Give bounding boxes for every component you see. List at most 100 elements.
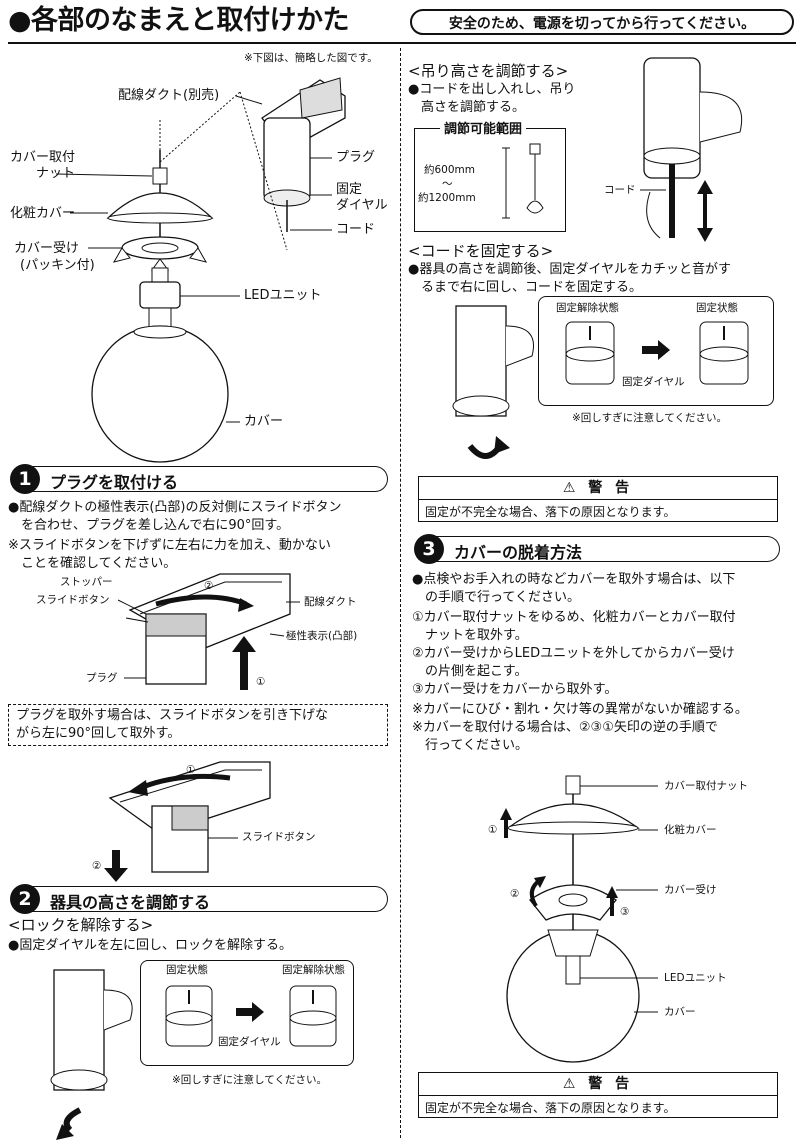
label-cord-right: コード xyxy=(604,184,636,196)
s3-line-3: ①カバー取付ナットをゆるめ、化粧カバーとカバー取付 xyxy=(412,610,736,625)
warning-2-body: 固定が不完全な場合、落下の原因となります。 xyxy=(425,1101,676,1115)
hang-heading: <吊り高さを調節する> xyxy=(408,62,569,80)
remove-line-2: がら左に90°回して取外す。 xyxy=(16,726,181,741)
cover-removal-diagram xyxy=(500,775,658,1063)
fix-caution: ※回しすぎに注意してください。 xyxy=(572,412,727,424)
label-cover-recv-1: カバー受け xyxy=(14,241,80,256)
plug-insert-diagram xyxy=(117,573,300,690)
warning-box-1: ⚠ 警 告 固定が不完全な場合、落下の原因となります。 xyxy=(418,476,778,522)
label-stopper: ストッパー xyxy=(60,576,113,588)
label-deco-cover-s3: 化粧カバー xyxy=(664,824,717,836)
unlock-label-fixed: 固定状態 xyxy=(166,964,208,976)
cord-adjust-diagram xyxy=(640,57,742,242)
s3-circle-2: ② xyxy=(510,888,520,900)
warning-box-2: ⚠ 警 告 固定が不完全な場合、落下の原因となります。 xyxy=(418,1072,778,1118)
section-1-number: 1 xyxy=(10,464,40,494)
range-box xyxy=(414,128,566,232)
plug-remove-diagram xyxy=(104,761,271,882)
section-3-title: カバーの脱着方法 xyxy=(454,543,583,562)
label-led-s3: LEDユニット xyxy=(664,972,727,984)
section-2-title: 器具の高さを調節する xyxy=(50,893,211,912)
section-2-number: 2 xyxy=(10,884,40,914)
unlock-text: ●固定ダイヤルを左に回し、ロックを解除する。 xyxy=(8,938,292,953)
label-dial-1: 固定 xyxy=(336,182,363,197)
unlock-state-box xyxy=(140,960,354,1066)
label-deco-cover: 化粧カバー xyxy=(10,206,76,221)
s3-line-6: の片側を起こす。 xyxy=(412,664,528,679)
circle-1b: ① xyxy=(186,764,196,776)
section-2-header xyxy=(24,886,388,912)
circle-1: ① xyxy=(256,676,266,688)
label-dial-2: ダイヤル xyxy=(336,198,388,213)
section-1-title: プラグを取付ける xyxy=(50,473,179,492)
label-polarity: 極性表示(凸部) xyxy=(286,630,358,642)
fix-label-released: 固定解除状態 xyxy=(556,302,619,314)
unlock-heading: <ロックを解除する> xyxy=(8,916,154,934)
fix-label-fixed: 固定状態 xyxy=(696,302,738,314)
range-title: 調節可能範囲 xyxy=(440,122,527,139)
s3-line-1: ●点検やお手入れの時などカバーを取外す場合は、以下 xyxy=(412,572,736,587)
s3-circle-3: ③ xyxy=(620,906,630,918)
unlock-hand-diagram xyxy=(50,969,133,1140)
safety-notice: 安全のため、電源を切ってから行ってください。 xyxy=(410,9,794,35)
s3-line-5: ②カバー受けからLEDユニットを外してからカバー受け xyxy=(412,646,735,661)
s3-line-2: の手順で行ってください。 xyxy=(412,590,580,605)
s3-circle-1: ① xyxy=(488,824,498,836)
parts-diagram xyxy=(55,77,346,463)
hang-line-2: 高さを調節する。 xyxy=(408,100,526,115)
fix-label-dial: 固定ダイヤル xyxy=(622,376,685,388)
label-cord: コード xyxy=(336,222,376,237)
warning-2-title: ⚠ 警 告 xyxy=(419,1073,777,1096)
label-cover-s3: カバー xyxy=(664,1006,696,1018)
label-cover-nut-1: カバー取付 xyxy=(10,150,76,165)
page-title: ●各部のなまえと取付けかた xyxy=(8,5,350,36)
unlock-label-released: 固定解除状態 xyxy=(282,964,345,976)
label-duct: 配線ダクト(別売) xyxy=(118,88,220,103)
range-max: 約1200mm xyxy=(418,192,476,204)
s1-line-4: ことを確認してください。 xyxy=(8,556,177,571)
hang-line-1: ●コードを出し入れし、吊り xyxy=(408,82,576,97)
section-1-header xyxy=(24,466,388,492)
s1-line-3: ※スライドボタンを下げずに左右に力を加え、動かない xyxy=(8,538,331,553)
s3-line-10: 行ってください。 xyxy=(412,738,528,753)
fix-state-box xyxy=(538,296,774,406)
fix-line-1: ●器具の高さを調節後、固定ダイヤルをカチッと音がす xyxy=(408,262,731,277)
warning-1-body: 固定が不完全な場合、落下の原因となります。 xyxy=(425,505,676,519)
s1-line-1: ●配線ダクトの極性表示(凸部)の反対側にスライドボタン xyxy=(8,500,342,515)
section-3-header xyxy=(428,536,780,562)
label-plug: プラグ xyxy=(336,150,376,165)
s3-line-8: ※カバーにひび・割れ・欠け等の異常がないか確認する。 xyxy=(412,702,748,717)
label-slide-button-2: スライドボタン xyxy=(242,831,316,843)
unlock-state-diagram xyxy=(165,985,337,1047)
label-cover-nut-2: ナット xyxy=(36,166,76,181)
label-led-unit: LEDユニット xyxy=(244,288,322,303)
circle-2: ② xyxy=(204,580,214,592)
label-slide-button: スライドボタン xyxy=(36,594,110,606)
range-tilde: 〜 xyxy=(442,178,453,190)
s3-line-4: ナットを取外す。 xyxy=(412,628,528,643)
label-plug-s1: プラグ xyxy=(86,672,118,684)
label-duct-s1: 配線ダクト xyxy=(304,596,357,608)
diagram-note: ※下図は、簡略した図です。 xyxy=(244,52,378,64)
label-cover-nut: カバー取付ナット xyxy=(664,780,748,792)
label-cover-recv-s3: カバー受け xyxy=(664,884,717,896)
label-cover-recv-2: (パッキン付) xyxy=(20,258,95,273)
section-3-number: 3 xyxy=(414,534,444,564)
range-min: 約600mm xyxy=(424,164,475,176)
remove-plug-box xyxy=(8,704,388,746)
warning-1-title: ⚠ 警 告 xyxy=(419,477,777,500)
circle-2b: ② xyxy=(92,860,102,872)
header-rule xyxy=(8,42,796,44)
column-divider xyxy=(400,48,401,1138)
unlock-caution: ※回しすぎに注意してください。 xyxy=(172,1074,327,1086)
range-diagram xyxy=(502,143,544,219)
label-cover: カバー xyxy=(244,414,284,429)
s1-line-2: を合わせ、プラグを差し込んで右に90°回す。 xyxy=(8,518,290,533)
fix-line-2: るまで右に回し、コードを固定する。 xyxy=(408,280,643,295)
s3-line-7: ③カバー受けをカバーから取外す。 xyxy=(412,682,618,697)
s3-line-9: ※カバーを取付ける場合は、②③①矢印の逆の手順で xyxy=(412,720,718,735)
fix-heading: <コードを固定する> xyxy=(408,242,554,260)
unlock-label-dial: 固定ダイヤル xyxy=(218,1036,281,1048)
fix-state-diagram xyxy=(565,321,749,385)
fix-hand-diagram xyxy=(452,305,534,459)
